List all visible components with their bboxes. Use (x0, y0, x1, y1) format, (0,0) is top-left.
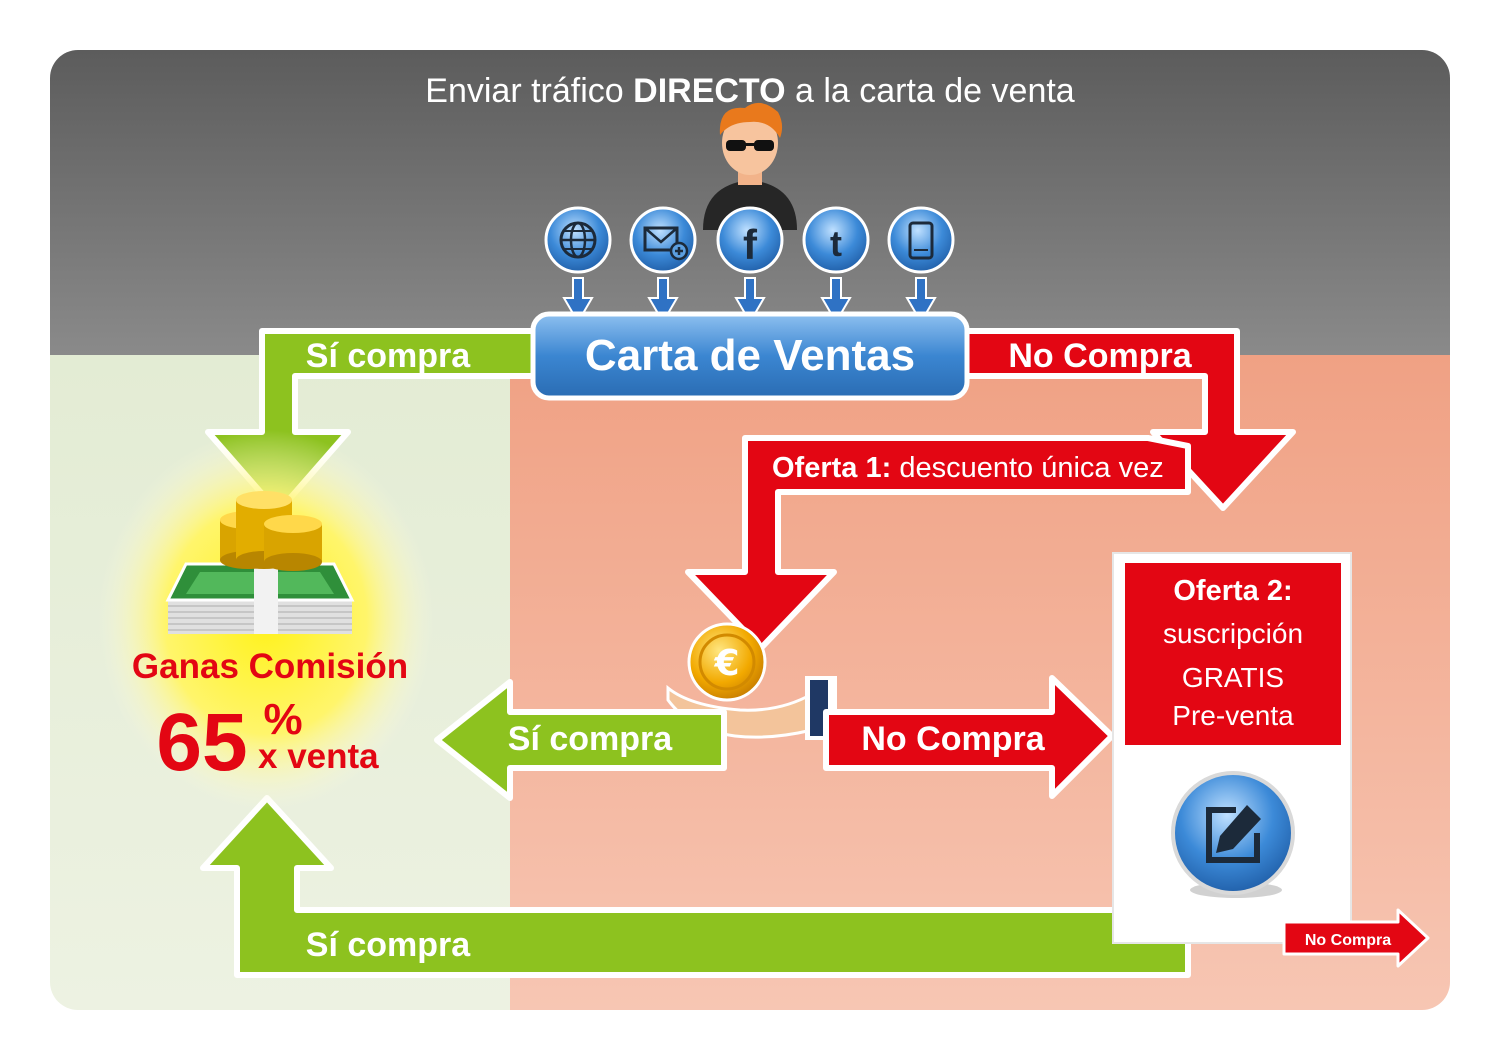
arrow-si-compra-bottom: Sí compra (200, 795, 1191, 978)
no-compra-middle-label: No Compra (861, 720, 1045, 758)
oferta-1-label: Oferta 1: descuento única vez (772, 452, 1164, 484)
commission-suffix: x venta (258, 737, 379, 776)
mobile-icon[interactable] (887, 206, 955, 274)
coin-stacks-icon (220, 491, 322, 571)
arrow-no-compra-small: No Compra (1282, 908, 1430, 968)
si-compra-top-label: Sí compra (306, 337, 471, 375)
oferta-2-line-3: Pre-venta (1172, 700, 1294, 731)
arrow-oferta-1: Oferta 1: descuento única vez (685, 435, 1191, 651)
oferta-2-title: Oferta 2: (1173, 575, 1292, 607)
arrow-si-compra-middle: Sí compra (434, 679, 727, 801)
sales-page-box[interactable]: Carta de Ventas (530, 311, 970, 401)
page-title: Enviar tráfico DIRECTO a la carta de ven… (425, 72, 1075, 110)
svg-text:f: f (743, 221, 758, 268)
si-compra-middle-label: Sí compra (508, 720, 673, 758)
no-compra-small-label: No Compra (1305, 932, 1391, 949)
si-compra-bottom-label: Sí compra (306, 926, 471, 964)
commission-percent: % (263, 695, 302, 744)
no-compra-top-label: No Compra (1008, 337, 1192, 375)
money-stack-icon (165, 562, 355, 634)
sales-page-label: Carta de Ventas (585, 331, 915, 380)
svg-text:€: € (713, 643, 739, 684)
commission-block: Ganas Comisión 65 % x venta (98, 430, 434, 810)
commission-number: 65 (156, 697, 247, 788)
commission-label: Ganas Comisión (132, 647, 408, 686)
channel-down-arrows (562, 277, 937, 324)
twitter-icon[interactable]: t (802, 206, 870, 274)
facebook-icon[interactable]: f (716, 206, 784, 274)
arrow-no-compra-middle: No Compra (823, 675, 1115, 799)
oferta-2-header (1125, 563, 1341, 745)
svg-text:t: t (830, 223, 842, 264)
signup-form-icon[interactable] (1171, 771, 1295, 898)
globe-icon[interactable] (544, 206, 612, 274)
oferta-2-line-2: GRATIS (1182, 662, 1284, 693)
oferta-2-card: Oferta 2: suscripción GRATIS Pre-venta (1112, 552, 1352, 944)
email-add-icon[interactable] (629, 206, 697, 274)
channel-icons: f t (544, 206, 955, 274)
oferta-2-line-1: suscripción (1163, 618, 1303, 649)
